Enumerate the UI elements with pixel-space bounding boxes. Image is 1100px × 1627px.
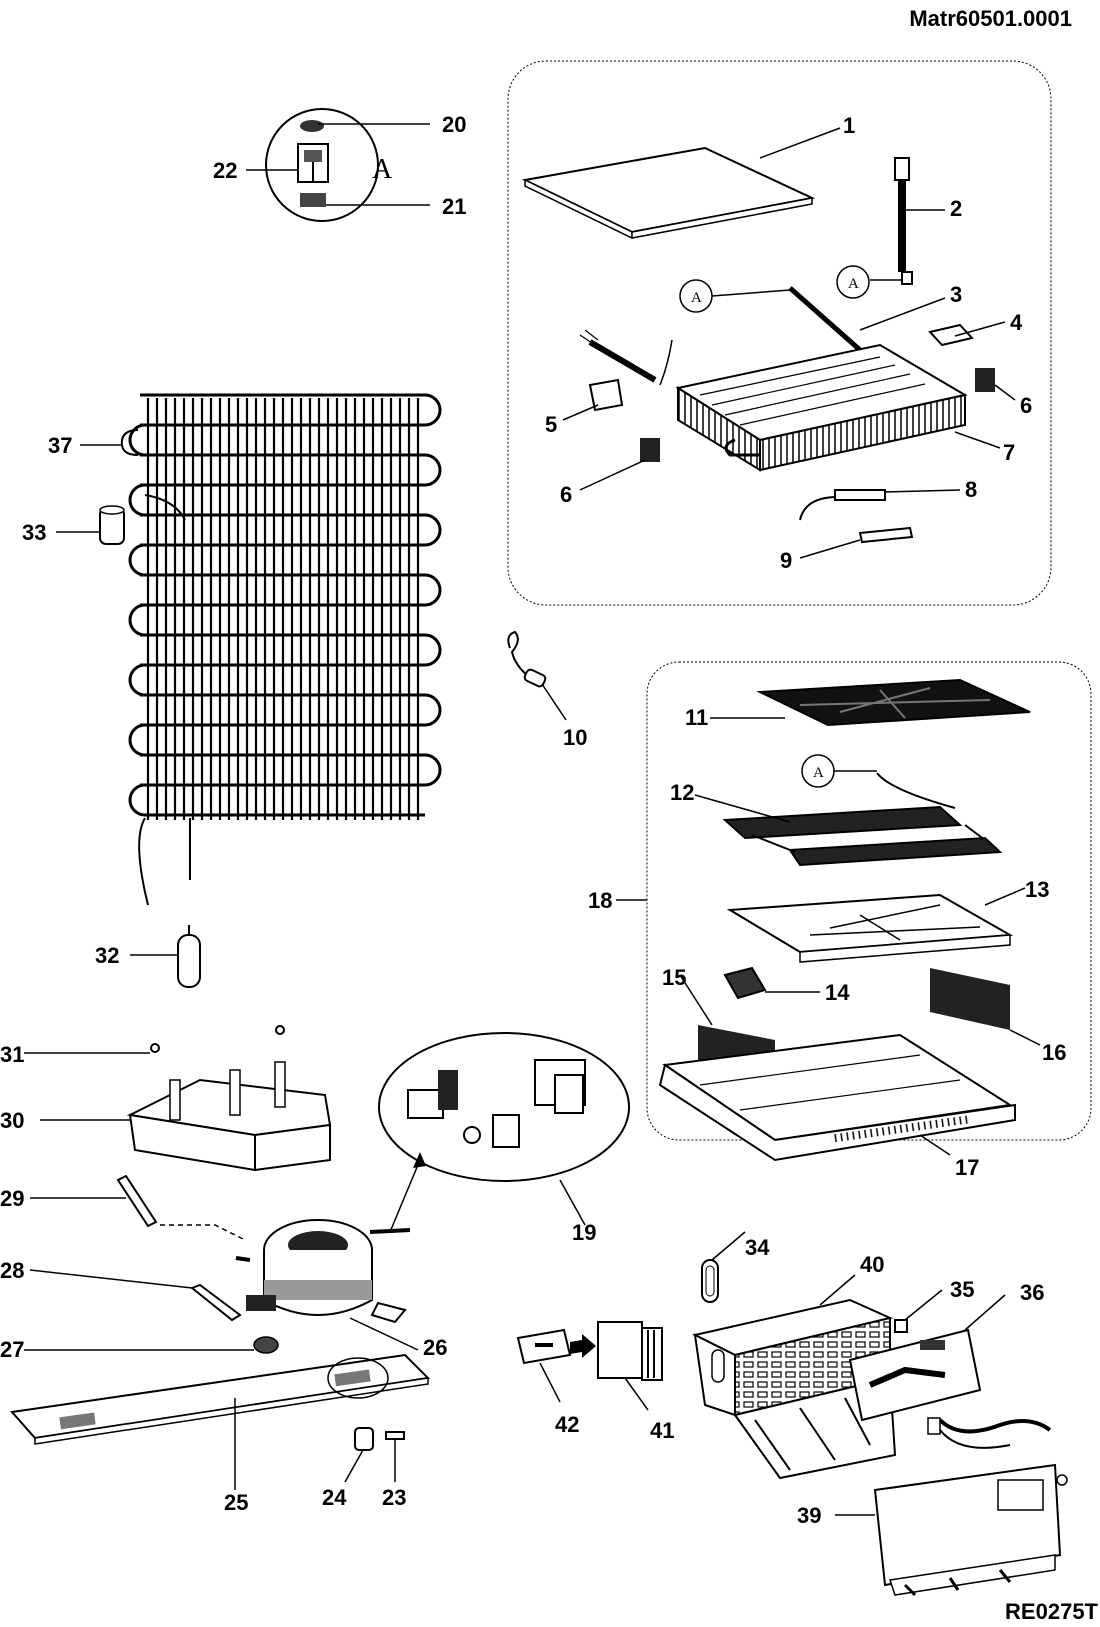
part-35-connector bbox=[894, 1289, 943, 1333]
part-28-strap bbox=[29, 1269, 242, 1322]
part-label-12: 12 bbox=[670, 780, 694, 805]
part-label-15: 15 bbox=[662, 965, 686, 990]
part-label-26: 26 bbox=[423, 1335, 447, 1360]
part-42-card bbox=[516, 1328, 596, 1403]
evaporator-group-frame bbox=[507, 60, 1052, 606]
part-label-3: 3 bbox=[950, 282, 962, 307]
part-label-25: 25 bbox=[224, 1490, 248, 1515]
part-33-tube bbox=[56, 505, 125, 545]
part-17-drawer bbox=[658, 1033, 1016, 1162]
part-label-30: 30 bbox=[0, 1108, 24, 1133]
part-label-17: 17 bbox=[955, 1155, 979, 1180]
part-11-cover bbox=[710, 678, 1031, 727]
part-label-33: 33 bbox=[22, 520, 46, 545]
part-27-grommet bbox=[24, 1336, 279, 1354]
part-label-5: 5 bbox=[545, 412, 557, 437]
part-label-37: 37 bbox=[48, 433, 72, 458]
callout-a-marker-label-2: A bbox=[848, 276, 859, 292]
part-23-pin bbox=[385, 1431, 405, 1482]
callout-a-marker-12 bbox=[801, 754, 877, 788]
part-6-spring-left bbox=[579, 438, 660, 491]
part-label-23: 23 bbox=[382, 1485, 406, 1510]
part-14-block bbox=[723, 966, 820, 1000]
part-label-19: 19 bbox=[572, 1220, 596, 1245]
part-label-13: 13 bbox=[1025, 877, 1049, 902]
condenser-coil bbox=[120, 393, 442, 906]
part-24-bushing bbox=[344, 1427, 374, 1483]
part-label-18: 18 bbox=[588, 888, 612, 913]
part-29-pin bbox=[30, 1174, 246, 1241]
part-36-control-board bbox=[848, 1294, 1052, 1449]
part-label-41: 41 bbox=[650, 1418, 674, 1443]
part-6-spring-right bbox=[975, 368, 1016, 401]
part-label-21: 21 bbox=[442, 194, 466, 219]
callout-letter-a: A bbox=[372, 154, 393, 185]
part-label-1: 1 bbox=[843, 113, 855, 138]
callout-a-marker-label-3: A bbox=[813, 765, 824, 781]
part-label-42: 42 bbox=[555, 1412, 579, 1437]
part-number-labels: 1 2 3 4 5 6 6 7 8 9 10 11 12 13 14 15 16… bbox=[0, 112, 1066, 1528]
part-13-tray bbox=[726, 887, 1026, 963]
part-label-6-left: 6 bbox=[560, 482, 572, 507]
callout-a-marker-3 bbox=[679, 279, 791, 313]
part-8-probe bbox=[799, 489, 961, 521]
part-label-11: 11 bbox=[685, 705, 708, 730]
part-label-9: 9 bbox=[780, 548, 792, 573]
part-10-sensor bbox=[507, 630, 567, 721]
part-label-24: 24 bbox=[322, 1485, 347, 1510]
diagram-reference-code: Matr60501.0001 bbox=[909, 6, 1072, 31]
part-30-drip-tray bbox=[40, 1061, 332, 1172]
part-26-compressor bbox=[235, 1152, 426, 1351]
part-label-2: 2 bbox=[950, 196, 962, 221]
part-25-base-plate bbox=[10, 1353, 431, 1490]
callout-a-detail bbox=[246, 108, 430, 222]
part-label-22: 22 bbox=[213, 158, 237, 183]
part-label-28: 28 bbox=[0, 1258, 24, 1283]
part-label-36: 36 bbox=[1020, 1280, 1044, 1305]
part-9-clip bbox=[799, 526, 914, 559]
callout-a-marker-2 bbox=[836, 265, 870, 299]
part-16-strip bbox=[930, 968, 1041, 1046]
part-label-27: 27 bbox=[0, 1337, 24, 1362]
part-label-29: 29 bbox=[0, 1186, 24, 1211]
part-39-power-board bbox=[835, 1463, 1068, 1597]
part-4-bracket bbox=[928, 321, 1006, 347]
part-label-40: 40 bbox=[860, 1252, 884, 1277]
part-5-bracket bbox=[562, 378, 624, 421]
part-label-32: 32 bbox=[95, 943, 119, 968]
part-3-heater-wire bbox=[579, 286, 946, 386]
part-label-7: 7 bbox=[1003, 440, 1015, 465]
part-19-relay-detail bbox=[378, 1032, 630, 1226]
part-label-34: 34 bbox=[745, 1235, 770, 1260]
part-label-39: 39 bbox=[797, 1503, 821, 1528]
part-label-4: 4 bbox=[1010, 310, 1023, 335]
part-32-drier bbox=[130, 925, 201, 988]
part-label-14: 14 bbox=[825, 980, 850, 1005]
part-label-8: 8 bbox=[965, 477, 977, 502]
callout-a-markers: A A A bbox=[691, 276, 859, 781]
part-31-screws bbox=[24, 1025, 285, 1054]
part-7-evaporator bbox=[675, 343, 1001, 472]
part-41-module bbox=[597, 1321, 663, 1411]
part-label-20: 20 bbox=[442, 112, 466, 137]
part-label-10: 10 bbox=[563, 725, 587, 750]
part-label-31: 31 bbox=[0, 1042, 24, 1067]
part-label-35: 35 bbox=[950, 1277, 974, 1302]
part-34-clip bbox=[701, 1231, 746, 1303]
part-label-16: 16 bbox=[1042, 1040, 1066, 1065]
part-40-housing bbox=[692, 1274, 897, 1480]
part-1-plate bbox=[521, 127, 841, 240]
diagram-footer-code: RE0275T bbox=[1005, 1599, 1098, 1624]
part-2-heater-lead bbox=[870, 157, 945, 285]
callout-a-marker-label-1: A bbox=[691, 290, 702, 306]
part-12-heater-frame bbox=[694, 772, 1003, 867]
part-label-6-right: 6 bbox=[1020, 393, 1032, 418]
